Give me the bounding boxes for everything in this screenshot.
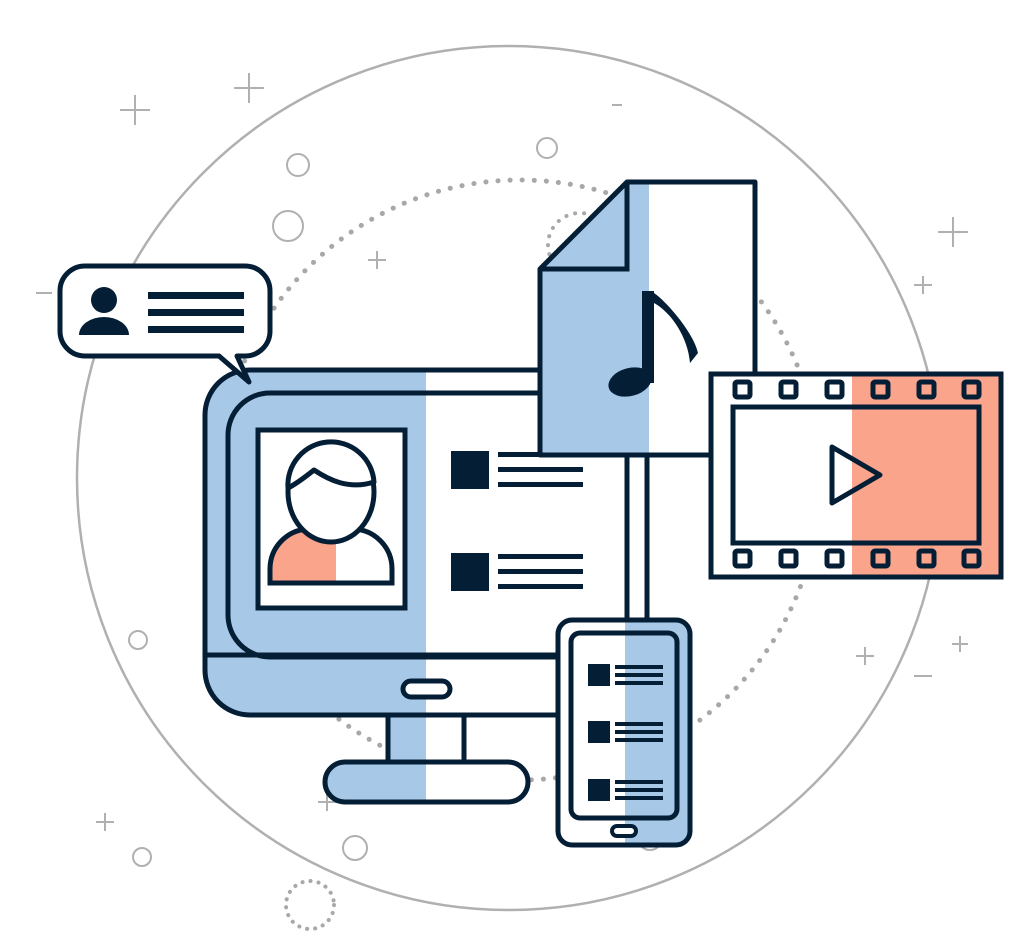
music-file-icon — [537, 179, 758, 458]
music-note-icon — [608, 291, 698, 397]
video-filmstrip-icon — [708, 371, 1004, 580]
monitor-list — [451, 451, 583, 591]
smartphone-icon — [555, 617, 693, 848]
chat-bubble-icon — [57, 263, 273, 385]
profile-avatar-icon — [267, 439, 395, 586]
connector-lines — [624, 452, 715, 623]
play-icon — [829, 444, 883, 506]
desktop-monitor-icon — [202, 367, 583, 805]
decor-sparkles — [36, 73, 968, 867]
